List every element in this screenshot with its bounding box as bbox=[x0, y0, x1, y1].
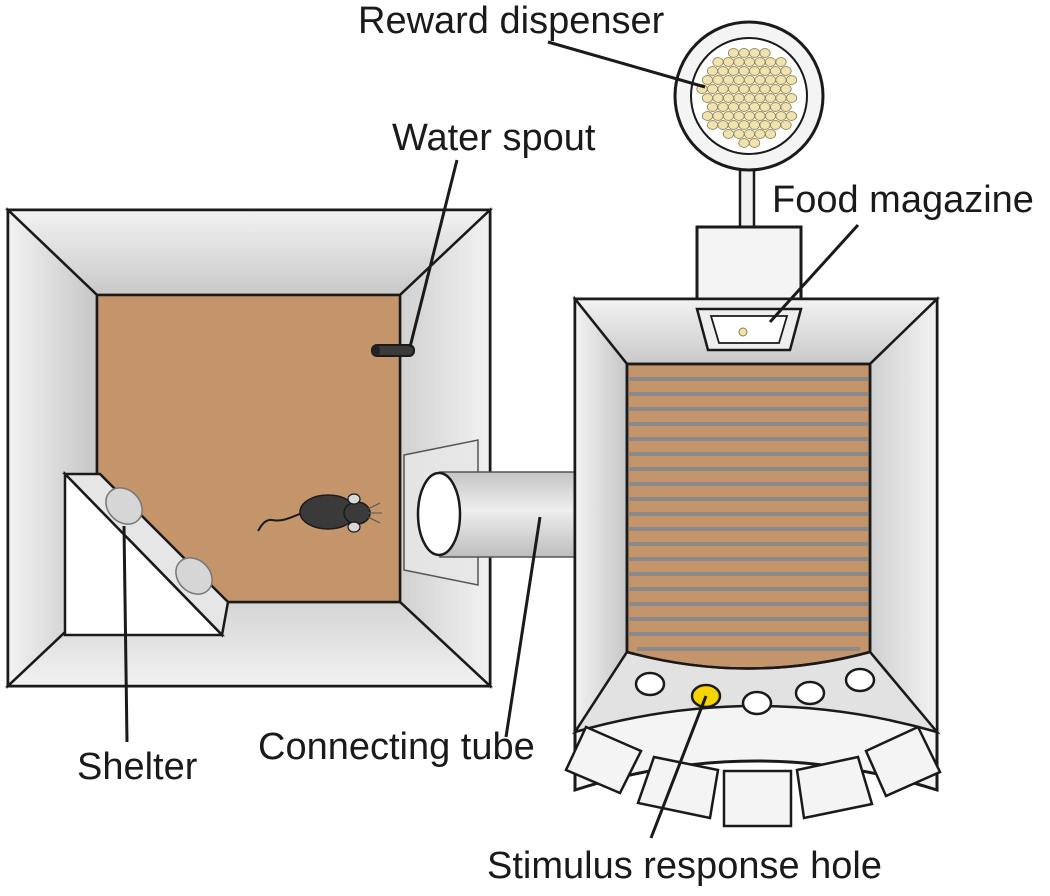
shelter-label: Shelter bbox=[77, 746, 198, 788]
food-magazine bbox=[695, 307, 803, 352]
leader-lines bbox=[122, 40, 860, 839]
shelter bbox=[62, 470, 230, 638]
reward-dispenser-label: Reward dispenser bbox=[358, 0, 665, 42]
dispenser-body bbox=[695, 225, 803, 301]
water-spout-label: Water spout bbox=[392, 117, 596, 159]
hole-housings bbox=[564, 725, 942, 828]
response-hole bbox=[634, 671, 666, 697]
response-hole bbox=[794, 680, 826, 706]
response-hole bbox=[844, 667, 876, 693]
food-pellets-icon bbox=[696, 48, 798, 148]
water-spout bbox=[371, 344, 415, 357]
grid-floor bbox=[625, 362, 872, 670]
operant-chamber bbox=[564, 295, 942, 828]
response-hole bbox=[741, 690, 773, 716]
home-cage bbox=[4, 207, 494, 689]
stimulus-response-hole-label: Stimulus response hole bbox=[487, 845, 882, 887]
connecting-tube-label: Connecting tube bbox=[258, 726, 535, 768]
mouse-icon bbox=[257, 493, 382, 533]
reward-dispenser bbox=[673, 20, 825, 301]
food-magazine-label: Food magazine bbox=[772, 179, 1034, 221]
